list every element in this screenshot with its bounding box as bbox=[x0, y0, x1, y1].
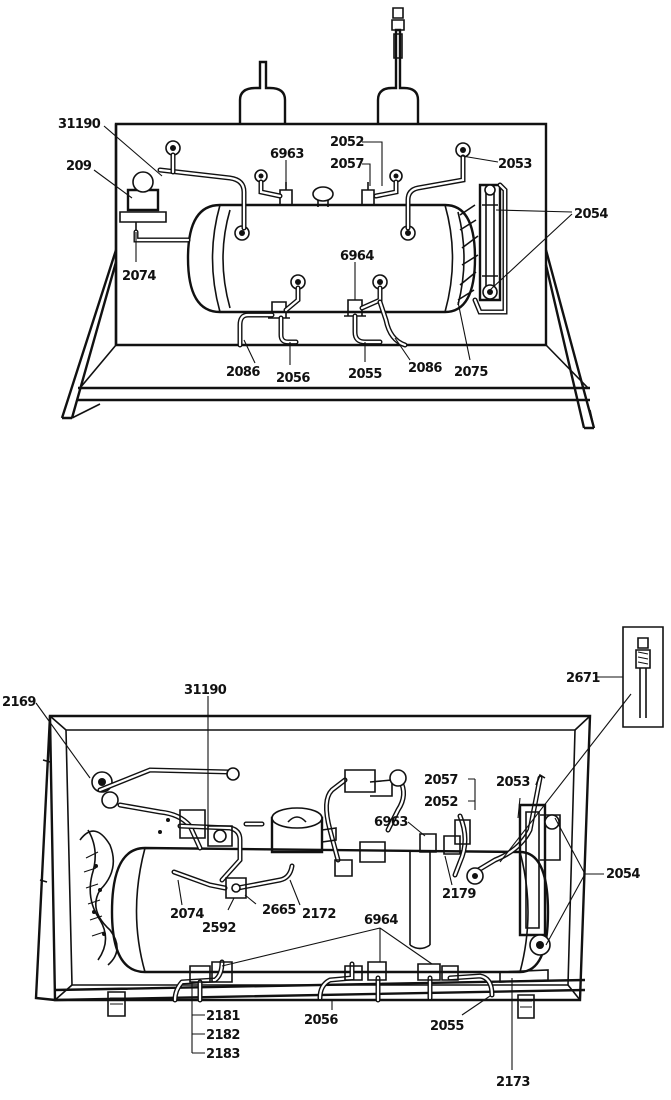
label-31190: 31190 bbox=[58, 117, 101, 132]
label-2183: 2183 bbox=[206, 1047, 240, 1062]
label-2074: 2074 bbox=[170, 907, 204, 922]
label-2052: 2052 bbox=[330, 135, 364, 150]
inset-2671: 2671 bbox=[566, 626, 664, 728]
top-pipes bbox=[133, 152, 508, 348]
label-2057: 2057 bbox=[330, 157, 364, 172]
label-2182: 2182 bbox=[206, 1028, 240, 1043]
label-2055: 2055 bbox=[430, 1019, 464, 1034]
label-6964: 6964 bbox=[340, 249, 374, 264]
label-2054: 2054 bbox=[606, 867, 640, 882]
label-6964: 6964 bbox=[364, 913, 398, 928]
label-2172: 2172 bbox=[302, 907, 336, 922]
label-2173: 2173 bbox=[496, 1075, 530, 1090]
label-2086-left: 2086 bbox=[226, 365, 260, 380]
top-left-mast bbox=[238, 60, 287, 125]
label-209: 209 bbox=[66, 159, 92, 174]
bottom-leaders bbox=[35, 693, 632, 1070]
bottom-panel bbox=[34, 714, 592, 1019]
bottom-fittings bbox=[179, 767, 561, 983]
label-2057: 2057 bbox=[424, 773, 458, 788]
label-2665: 2665 bbox=[262, 903, 296, 918]
label-2054: 2054 bbox=[574, 207, 608, 222]
label-6963: 6963 bbox=[270, 147, 304, 162]
label-2075: 2075 bbox=[454, 365, 488, 380]
label-2053: 2053 bbox=[496, 775, 530, 790]
label-2671: 2671 bbox=[566, 671, 600, 686]
top-panel bbox=[60, 122, 596, 430]
top-view: 31190 209 2074 6963 2052 2057 2053 2054 … bbox=[58, 7, 609, 430]
label-2179: 2179 bbox=[442, 887, 476, 902]
label-2056: 2056 bbox=[276, 371, 310, 386]
top-labels: 31190 209 2074 6963 2052 2057 2053 2054 … bbox=[58, 117, 609, 386]
top-leaders bbox=[93, 125, 573, 365]
bottom-left-cluster bbox=[79, 771, 170, 966]
top-fittings bbox=[119, 140, 471, 319]
label-31190: 31190 bbox=[184, 683, 227, 698]
label-2086-right: 2086 bbox=[408, 361, 442, 376]
top-right-mast bbox=[376, 7, 420, 125]
label-2056: 2056 bbox=[304, 1013, 338, 1028]
label-2053: 2053 bbox=[498, 157, 532, 172]
label-6963: 6963 bbox=[374, 815, 408, 830]
label-2181: 2181 bbox=[206, 1009, 240, 1024]
top-tank bbox=[186, 203, 477, 314]
bottom-labels: 2169 31190 2057 2052 2053 6963 2054 2074… bbox=[2, 683, 641, 1090]
bottom-pipes bbox=[97, 767, 543, 1003]
label-2052: 2052 bbox=[424, 795, 458, 810]
label-2169: 2169 bbox=[2, 695, 36, 710]
label-2055: 2055 bbox=[348, 367, 382, 382]
label-2074: 2074 bbox=[122, 269, 156, 284]
bottom-view: 2671 bbox=[2, 626, 664, 1090]
label-2592: 2592 bbox=[202, 921, 236, 936]
